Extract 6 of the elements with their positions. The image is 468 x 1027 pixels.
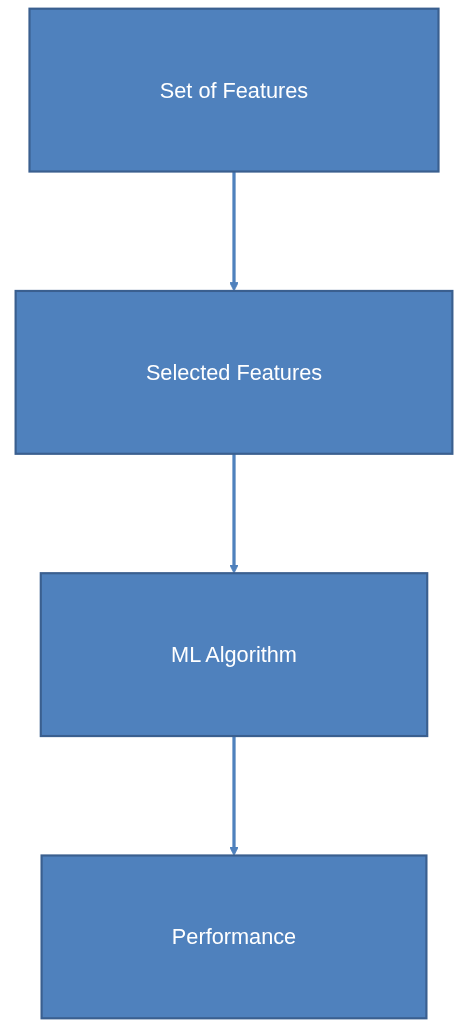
arrow xyxy=(229,736,239,856)
node-box: Selected Features xyxy=(14,289,454,455)
node-box: Performance xyxy=(40,854,428,1020)
node-box: ML Algorithm xyxy=(39,572,429,738)
arrow xyxy=(229,453,239,574)
node-box: Set of Features xyxy=(28,7,440,173)
